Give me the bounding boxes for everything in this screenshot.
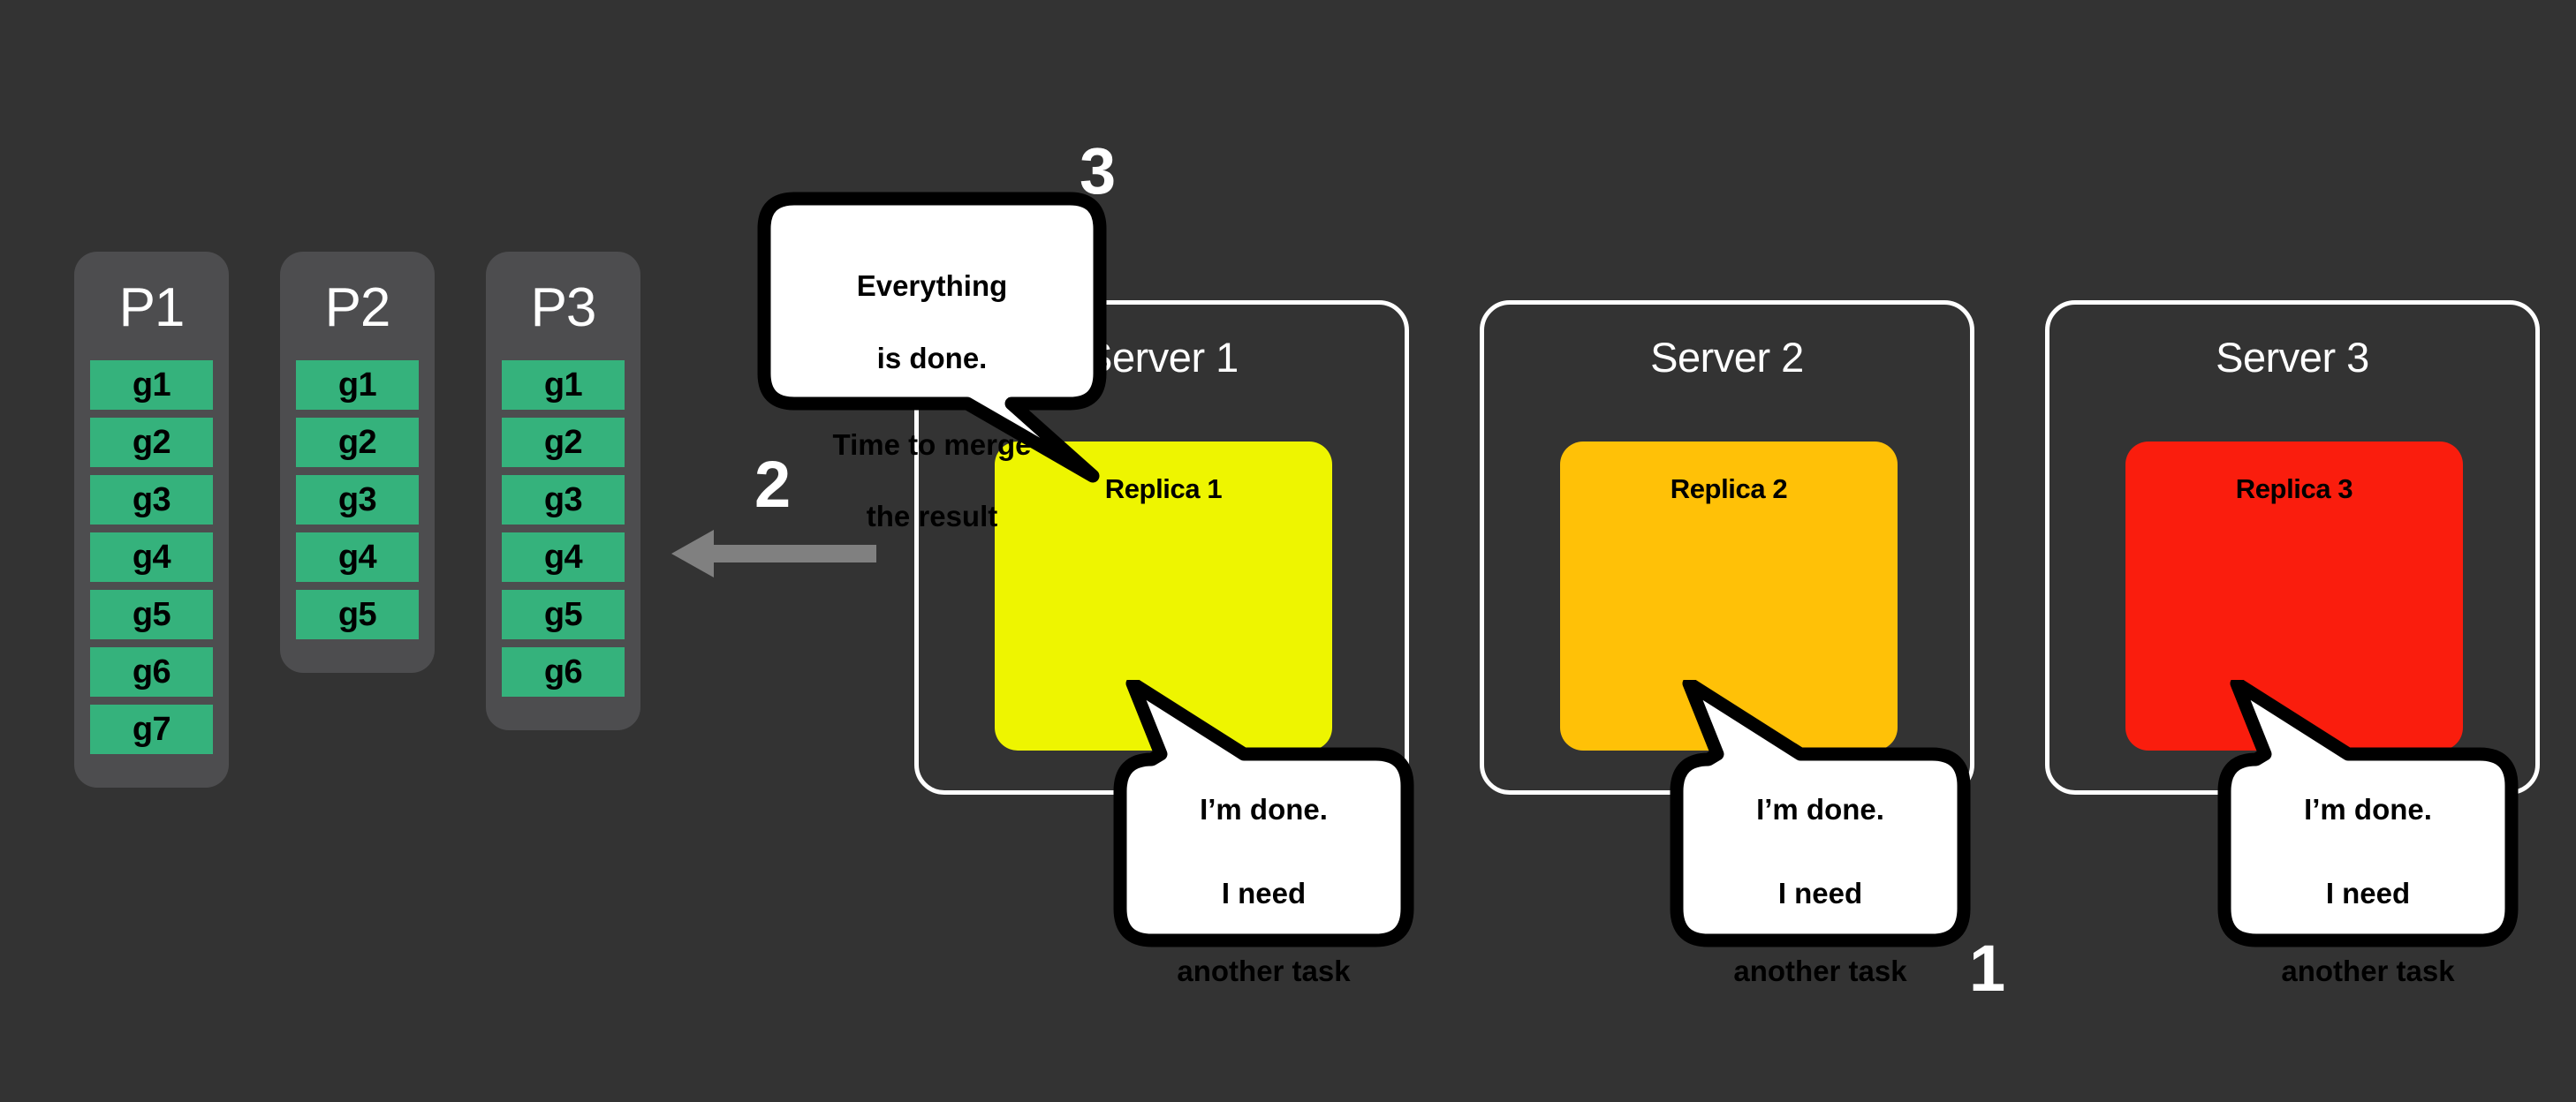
speech-bubble-shape <box>1113 680 1414 947</box>
partition-p2: P2 g1 g2 g3 g4 g5 <box>280 252 435 673</box>
server-2: Server 2 Replica 2 <box>1480 300 1974 795</box>
replica-3: Replica 3 <box>2125 442 2463 751</box>
replica-2: Replica 2 <box>1560 442 1898 751</box>
done-line-1: I’m done. <box>1200 792 1328 826</box>
done-line-1: I’m done. <box>1756 792 1884 826</box>
merge-line-2: is done. <box>876 341 988 374</box>
done-speech-bubble-1: I’m done. I need another task <box>1111 680 1416 987</box>
partition-title-p3: P3 <box>530 277 597 338</box>
gene-block: g1 <box>502 360 625 410</box>
merge-bubble-text: Everything is done. Time to merge the re… <box>755 232 1109 571</box>
speech-bubble-shape <box>1670 680 1971 947</box>
done-line-2: I need <box>1221 876 1307 910</box>
step-2-group: 2 <box>671 442 919 577</box>
server-3: Server 3 Replica 3 <box>2045 300 2540 795</box>
gene-list-p1: g1 g2 g3 g4 g5 g6 g7 <box>90 360 213 754</box>
replica-label: Replica 3 <box>2235 473 2353 504</box>
gene-block: g1 <box>90 360 213 410</box>
merge-speech-bubble: Everything is done. Time to merge the re… <box>755 190 1109 532</box>
done-speech-bubble-2: I’m done. I need another task <box>1668 680 1973 987</box>
server-title: Server 1 <box>1085 334 1239 381</box>
done-bubble-text: I’m done. I need another task <box>1668 756 1973 1025</box>
gene-block: g3 <box>296 475 419 525</box>
gene-block: g2 <box>296 418 419 467</box>
done-line-3: another task <box>1177 954 1351 987</box>
server-title: Server 3 <box>2216 334 2369 381</box>
done-line-3: another task <box>2281 954 2455 987</box>
step-number-1: 1 <box>1969 932 2006 1005</box>
gene-block: g5 <box>90 590 213 639</box>
partition-group: P1 g1 g2 g3 g4 g5 g6 g7 P2 g1 g2 g3 g4 g… <box>74 252 640 788</box>
merge-line-3: Time to merge <box>832 427 1032 461</box>
gene-block: g4 <box>90 532 213 582</box>
step-number-3: 3 <box>1080 134 1117 208</box>
done-bubble-text: I’m done. I need another task <box>2216 756 2520 1025</box>
gene-list-p3: g1 g2 g3 g4 g5 g6 <box>502 360 625 697</box>
gene-block: g4 <box>502 532 625 582</box>
done-line-3: another task <box>1733 954 1907 987</box>
done-speech-bubble-3: I’m done. I need another task <box>2216 680 2520 987</box>
done-line-1: I’m done. <box>2304 792 2432 826</box>
gene-block: g3 <box>502 475 625 525</box>
partition-p3: P3 g1 g2 g3 g4 g5 g6 <box>486 252 640 730</box>
speech-bubble-shape <box>757 192 1107 483</box>
gene-block: g2 <box>90 418 213 467</box>
partition-p1: P1 g1 g2 g3 g4 g5 g6 g7 <box>74 252 229 788</box>
done-bubble-text: I’m done. I need another task <box>1111 756 1416 1025</box>
step-number-2: 2 <box>754 448 792 521</box>
gene-block: g7 <box>90 705 213 754</box>
gene-block: g3 <box>90 475 213 525</box>
arrow-left-icon <box>671 530 876 577</box>
server-group: Server 1 Replica 1 Server 2 Replica 2 Se… <box>914 300 2540 795</box>
gene-list-p2: g1 g2 g3 g4 g5 <box>296 360 419 639</box>
gene-block: g5 <box>502 590 625 639</box>
gene-block: g6 <box>90 647 213 697</box>
partition-title-p2: P2 <box>324 277 391 338</box>
partition-title-p1: P1 <box>118 277 186 338</box>
done-line-2: I need <box>2325 876 2411 910</box>
server-1: Server 1 Replica 1 <box>914 300 1409 795</box>
gene-block: g1 <box>296 360 419 410</box>
merge-line-1: Everything <box>856 268 1008 302</box>
merge-line-4: the result <box>866 500 998 533</box>
gene-block: g4 <box>296 532 419 582</box>
gene-block: g2 <box>502 418 625 467</box>
speech-bubble-shape <box>2217 680 2519 947</box>
replica-label: Replica 1 <box>1104 473 1223 504</box>
done-line-2: I need <box>1777 876 1863 910</box>
server-title: Server 2 <box>1650 334 1804 381</box>
gene-block: g5 <box>296 590 419 639</box>
replica-label: Replica 2 <box>1670 473 1788 504</box>
gene-block: g6 <box>502 647 625 697</box>
